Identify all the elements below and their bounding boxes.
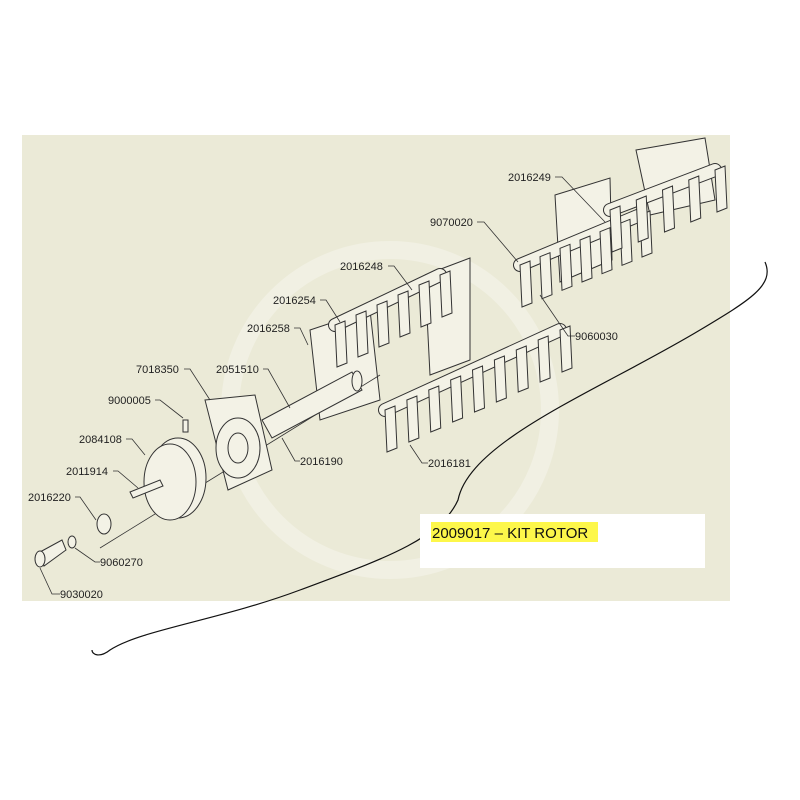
washer (96, 513, 112, 535)
part-labels: 2016249 9070020 2016248 2016254 2016258 … (28, 172, 618, 601)
label-9030020: 9030020 (60, 589, 103, 601)
label-2016190: 2016190 (300, 456, 343, 468)
rotor-blade (515, 345, 529, 393)
label-2016249: 2016249 (508, 172, 551, 184)
rotor-blade (559, 243, 573, 292)
label-2051510: 2051510 (216, 364, 259, 376)
rotor-blade (609, 205, 623, 253)
bearing-bore (227, 432, 249, 464)
rotor-blade (635, 195, 649, 243)
rotor-blade (450, 375, 464, 423)
rotor-blade (397, 290, 411, 338)
rotor-blade (376, 300, 390, 348)
rotor-blade (619, 218, 633, 267)
shaft (261, 371, 363, 439)
rotor-blade (493, 355, 507, 403)
rotor-blade (519, 260, 533, 308)
lock-washer (67, 535, 77, 549)
rotor-blade (471, 365, 486, 413)
label-2011914: 2011914 (66, 466, 108, 478)
label-9000005: 9000005 (108, 395, 151, 407)
rotor-blade (599, 226, 613, 275)
key (129, 479, 164, 499)
rotor-blade (688, 175, 702, 223)
label-2016254: 2016254 (273, 295, 316, 307)
shaft-end (351, 370, 363, 392)
label-2016258: 2016258 (247, 323, 290, 335)
label-2016248: 2016248 (340, 261, 383, 273)
kit-label: 2009017 – KIT ROTOR (432, 525, 588, 542)
label-9060030: 9060030 (575, 331, 618, 343)
rotor-blade (418, 280, 432, 328)
label-2084108: 2084108 (79, 434, 122, 446)
label-2016220: 2016220 (28, 492, 71, 504)
label-9070020: 9070020 (430, 217, 473, 229)
kit-label-highlight (431, 522, 598, 542)
rotor-assembly (309, 137, 728, 453)
bolt-head (34, 550, 46, 568)
rotor-blade (334, 320, 348, 368)
rotor-blade (661, 185, 676, 233)
rotor-blade (559, 325, 573, 373)
rotor-blade (355, 310, 369, 358)
rotor-blade (537, 335, 551, 383)
rotor-blade (439, 270, 453, 318)
label-9060270: 9060270 (100, 557, 143, 569)
rotor-blade (539, 251, 553, 300)
pulley-face (143, 443, 197, 521)
label-2016181: 2016181 (428, 458, 471, 470)
rotor-blade (384, 405, 398, 453)
rotor-plate (424, 257, 471, 376)
rotor-blade (579, 235, 593, 283)
label-7018350: 7018350 (136, 364, 179, 376)
leader-lines (39, 176, 606, 595)
shaft-assembly (34, 370, 381, 568)
rotor-blade (428, 385, 442, 433)
key-pin (182, 419, 189, 433)
rotor-blade (406, 395, 420, 443)
rotor-blade (714, 165, 728, 213)
